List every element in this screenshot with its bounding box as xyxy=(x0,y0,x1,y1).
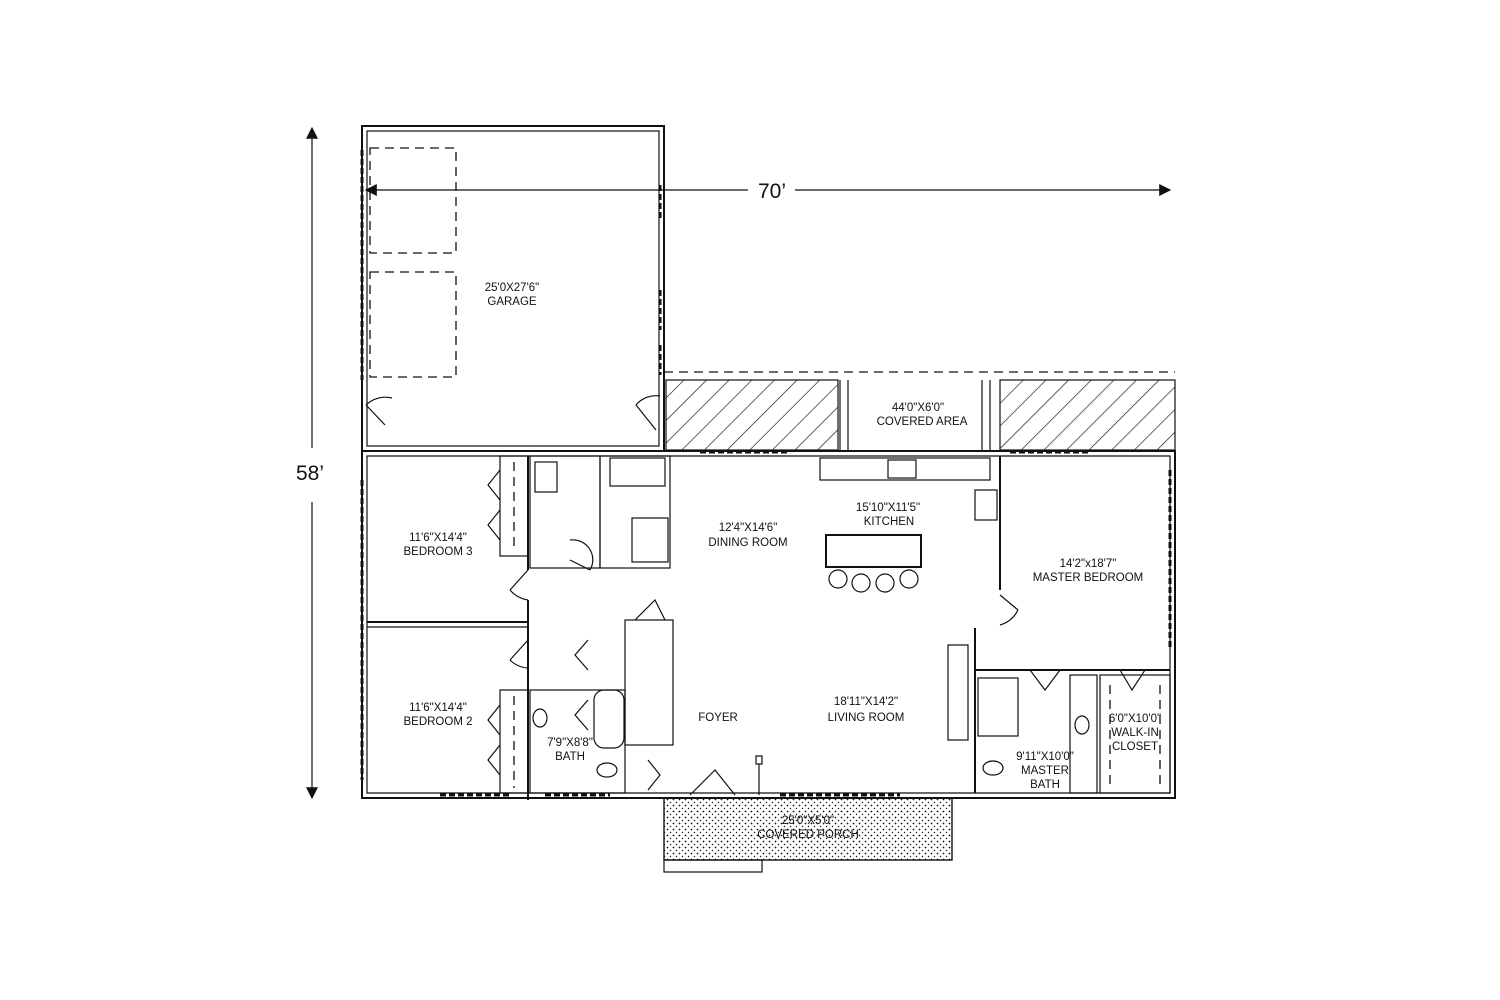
master-bath-label-2: BATH xyxy=(1030,779,1060,791)
bathtub-icon xyxy=(593,689,625,749)
interior-walls xyxy=(367,455,1171,800)
closet-label-1: WALK-IN xyxy=(1111,727,1159,739)
stool-icon xyxy=(851,573,871,593)
covered-area xyxy=(664,371,1176,451)
fireplace-icon xyxy=(947,644,969,741)
porch-label: COVERED PORCH xyxy=(757,829,859,841)
fixtures xyxy=(532,457,1090,795)
closet-size: 6'0"X10'0" xyxy=(1109,713,1161,725)
kitchen-island xyxy=(825,534,922,568)
sink-icon xyxy=(534,461,558,493)
parked-car-outline xyxy=(369,147,457,254)
bedroom3-label: BEDROOM 3 xyxy=(403,546,472,558)
foyer-label: FOYER xyxy=(698,712,738,724)
sink-icon xyxy=(532,708,548,728)
garage-label: GARAGE xyxy=(487,296,537,308)
bedroom3-size: 11'6"X14'4" xyxy=(409,532,467,544)
dining-room-label: DINING ROOM xyxy=(708,537,787,549)
toilet-icon xyxy=(982,760,1004,776)
door-swings xyxy=(509,539,1146,796)
post-icon xyxy=(755,755,763,765)
stool-icon xyxy=(828,569,848,589)
bedroom2-size: 11'6"X14'4" xyxy=(409,702,467,714)
shower-icon xyxy=(631,517,669,563)
washer-dryer-icon xyxy=(609,457,666,487)
parked-car-outline xyxy=(369,271,457,378)
bedroom2-label: BEDROOM 2 xyxy=(403,716,472,728)
stove-icon xyxy=(974,489,998,521)
height-dimension-label: 58’ xyxy=(296,462,324,485)
bath-label: BATH xyxy=(555,751,585,763)
living-room-label: LIVING ROOM xyxy=(828,712,905,724)
sink-icon xyxy=(1074,715,1090,735)
porch-step xyxy=(663,859,763,873)
garage-door-swing xyxy=(365,395,661,431)
garage-size: 25'0X27'6" xyxy=(485,282,540,294)
stool-icon xyxy=(875,573,895,593)
covered-porch xyxy=(663,797,953,873)
kitchen-sink-icon xyxy=(887,459,917,479)
porch-size: 25'0"X5'0" xyxy=(782,815,834,827)
master-bedroom-size: 14'2"x18'7" xyxy=(1060,558,1117,570)
toilet-icon xyxy=(596,762,618,778)
covered-area-label: COVERED AREA xyxy=(877,416,968,428)
bath-size: 7'9"X8'8" xyxy=(547,737,593,749)
master-bath-size: 9'11"X10'0" xyxy=(1016,751,1074,763)
closet-bedroom2 xyxy=(499,689,529,794)
width-dimension-label: 70’ xyxy=(758,180,786,203)
master-bath-label-1: MASTER xyxy=(1021,765,1069,777)
kitchen-label: KITCHEN xyxy=(864,516,914,528)
shower-icon xyxy=(977,677,1019,737)
kitchen-size: 15'10"X11'5" xyxy=(856,502,920,514)
closet-label-2: CLOSET xyxy=(1112,741,1158,753)
stool-icon xyxy=(899,569,919,589)
dining-room-size: 12'4"X14'6" xyxy=(719,522,778,534)
kitchen-counter xyxy=(819,457,991,481)
house-outline xyxy=(360,450,1176,799)
staircase xyxy=(624,619,674,746)
master-bedroom-label: MASTER BEDROOM xyxy=(1033,572,1144,584)
living-room-size: 18'11"X14'2" xyxy=(834,696,898,708)
closet-bedroom3 xyxy=(499,455,529,557)
covered-area-size: 44'0"X6'0" xyxy=(892,402,944,414)
